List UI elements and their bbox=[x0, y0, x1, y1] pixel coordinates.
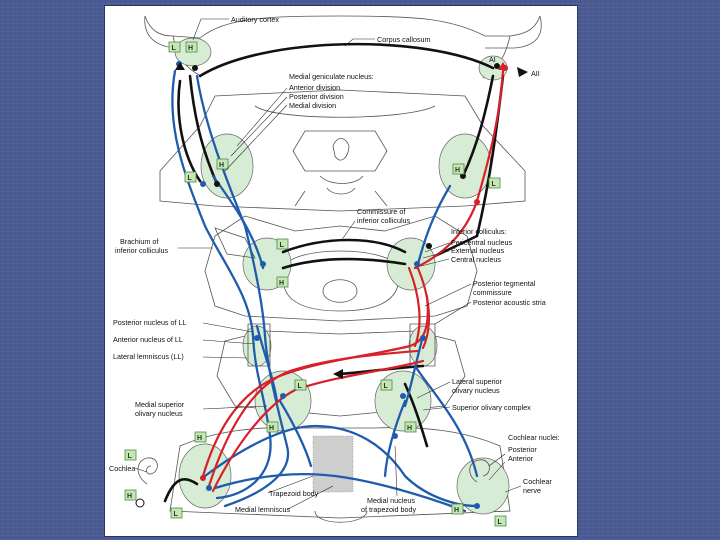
label-lso-1: Lateral superior bbox=[452, 377, 503, 386]
svg-text:L: L bbox=[298, 383, 303, 390]
label-ai: AI bbox=[489, 55, 496, 64]
right-mgn-region bbox=[438, 133, 492, 199]
label-mso-1: Medial superior bbox=[135, 400, 185, 409]
label-ic-external: External nucleus bbox=[451, 246, 505, 255]
label-ptc-1: Posterior tegmental bbox=[473, 279, 536, 288]
svg-text:H: H bbox=[127, 493, 132, 500]
label-cochlear-nerve-2: nerve bbox=[523, 486, 541, 495]
label-anterior-ll: Anterior nucleus of LL bbox=[113, 335, 183, 344]
label-mntb-2: of trapezoid body bbox=[361, 505, 417, 514]
label-mntb-1: Medial nucleus bbox=[367, 496, 415, 505]
label-commissure-1: Commissure of bbox=[357, 207, 405, 216]
brain-outlines bbox=[144, 15, 542, 523]
leader-lines bbox=[134, 18, 522, 510]
svg-text:L: L bbox=[188, 175, 193, 182]
slide-frame: L H H L H L L H L H L H L H H L H L bbox=[105, 6, 577, 536]
svg-text:H: H bbox=[455, 167, 460, 174]
label-commissure-2: inferior colliculus bbox=[357, 216, 411, 225]
right-ic-region bbox=[386, 237, 436, 291]
label-mgn-medial: Medial division bbox=[289, 101, 336, 110]
svg-text:L: L bbox=[498, 519, 503, 526]
label-corpus-callosum: Corpus callosum bbox=[377, 35, 431, 44]
trapezoid-body-shape bbox=[312, 435, 354, 493]
svg-text:H: H bbox=[407, 425, 412, 432]
label-mgn-posterior: Posterior division bbox=[289, 92, 344, 101]
svg-text:L: L bbox=[174, 511, 179, 518]
label-brachium-2: inferior colliculus bbox=[115, 246, 169, 255]
label-auditory-cortex: Auditory cortex bbox=[231, 15, 279, 24]
lh-tags: L H H L H L L H L H L H L H H L H L bbox=[124, 41, 507, 527]
label-posterior-ll: Posterior nucleus of LL bbox=[113, 318, 187, 327]
label-cn-anterior: Anterior bbox=[508, 454, 534, 463]
svg-text:H: H bbox=[219, 162, 224, 169]
label-pas: Posterior acoustic stria bbox=[473, 298, 546, 307]
svg-text:H: H bbox=[279, 280, 284, 287]
label-mso-2: olivary nucleus bbox=[135, 409, 183, 418]
arrowheads bbox=[175, 62, 528, 379]
label-brachium-1: Brachium of bbox=[120, 237, 158, 246]
svg-text:L: L bbox=[172, 45, 177, 52]
svg-text:L: L bbox=[280, 242, 285, 249]
label-ic-pericentral: Pericentral nucleus bbox=[451, 238, 513, 247]
labels: Auditory cortex Corpus callosum AI AII M… bbox=[109, 15, 560, 514]
svg-text:H: H bbox=[269, 425, 274, 432]
svg-text:L: L bbox=[128, 453, 133, 460]
label-mgn-anterior: Anterior division bbox=[289, 83, 340, 92]
label-trapezoid-body: Trapezoid body bbox=[269, 489, 319, 498]
label-mgn-title: Medial geniculate nucleus: bbox=[289, 72, 374, 81]
svg-text:H: H bbox=[188, 45, 193, 52]
svg-text:H: H bbox=[454, 507, 459, 514]
label-medial-lemniscus: Medial lemniscus bbox=[235, 505, 291, 514]
svg-text:L: L bbox=[384, 383, 389, 390]
label-ptc-2: commissure bbox=[473, 288, 512, 297]
label-cochlear-nerve-1: Cochlear bbox=[523, 477, 552, 486]
label-aii: AII bbox=[531, 69, 540, 78]
label-ic-central: Central nucleus bbox=[451, 255, 501, 264]
auditory-pathway-diagram: L H H L H L L H L H L H L H H L H L bbox=[109, 15, 560, 527]
label-soc: Superior olivary complex bbox=[452, 403, 531, 412]
svg-text:H: H bbox=[197, 435, 202, 442]
label-cn-title: Cochlear nuclei: bbox=[508, 433, 560, 442]
label-cn-posterior: Posterior bbox=[508, 445, 537, 454]
label-lateral-lemniscus: Lateral lemniscus (LL) bbox=[113, 352, 184, 361]
label-cochlea: Cochlea bbox=[109, 464, 135, 473]
svg-text:L: L bbox=[492, 181, 497, 188]
label-ic-title: Inferior colliculus: bbox=[451, 227, 507, 236]
label-lso-2: olivary nucleus bbox=[452, 386, 500, 395]
